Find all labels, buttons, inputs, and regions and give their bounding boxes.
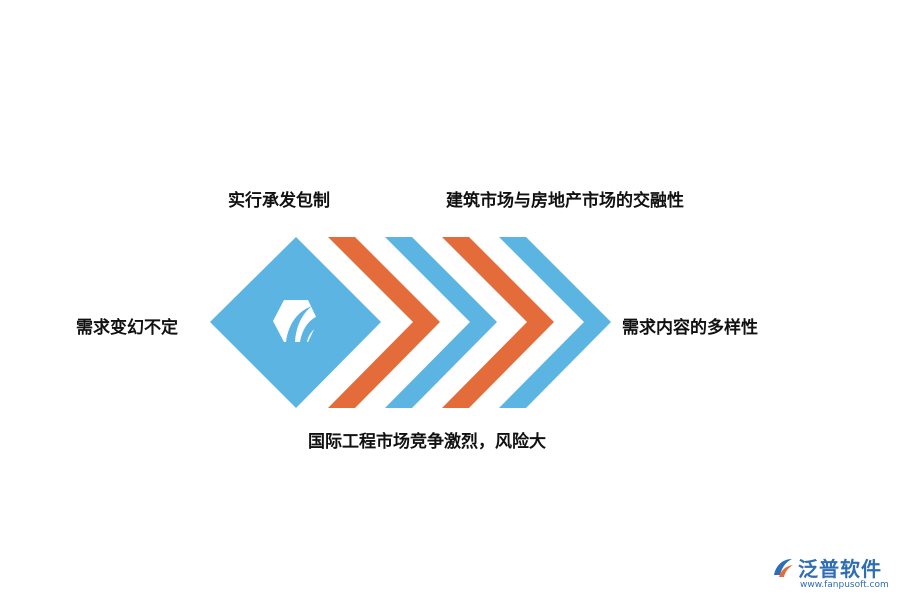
label-right: 需求内容的多样性 (622, 318, 758, 338)
hexagon-logo-icon (273, 300, 318, 342)
label-top-right: 建筑市场与房地产市场的交融性 (446, 191, 684, 211)
watermark: 泛普软件 www.fanpusoft.com (770, 553, 895, 595)
label-left: 需求变幻不定 (76, 318, 178, 338)
blue-chevron-1 (385, 237, 497, 408)
label-top-left: 实行承发包制 (228, 191, 330, 211)
fanpu-logo-icon (774, 559, 793, 577)
orange-chevron-1 (328, 237, 440, 408)
blue-chevron-2 (499, 237, 611, 408)
label-bottom: 国际工程市场竞争激烈，风险大 (308, 432, 546, 452)
watermark-brand: 泛普软件 (798, 557, 882, 581)
orange-chevron-2 (442, 237, 554, 408)
watermark-url: www.fanpusoft.com (800, 580, 889, 590)
